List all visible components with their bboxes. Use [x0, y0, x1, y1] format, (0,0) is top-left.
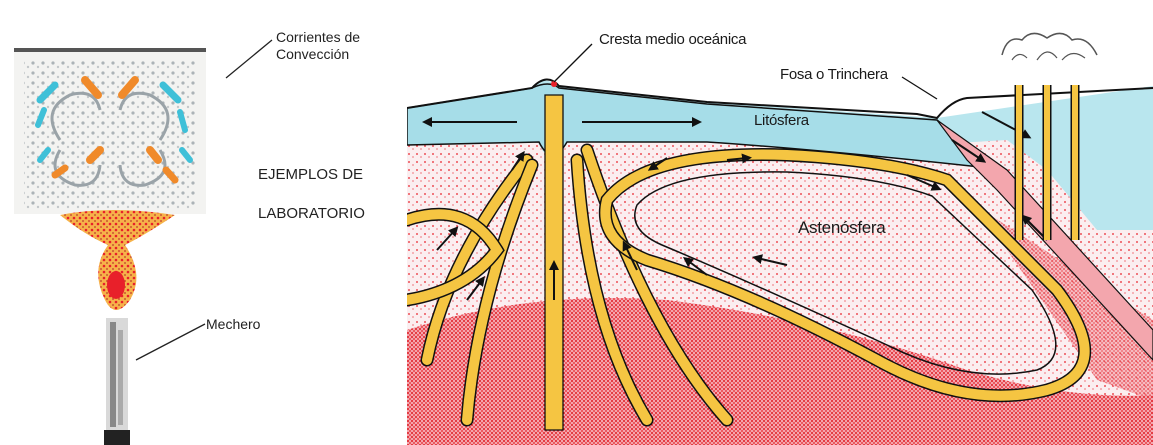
- beaker: [14, 48, 206, 214]
- convection-label-line2: Convección: [276, 46, 349, 62]
- laboratory-panel: Corrientes de Convección EJEMPLOS DE LAB…: [0, 0, 410, 445]
- burner-leader-line: [136, 324, 205, 360]
- burner-label: Mechero: [206, 316, 260, 332]
- ridge-upwelling: [545, 95, 563, 430]
- ridge-label: Cresta medio oceánica: [599, 31, 746, 48]
- flame: [60, 210, 175, 310]
- trench-leader-line: [902, 77, 937, 99]
- earth-cross-section-panel: Cresta medio oceánica Fosa o Trinchera L…: [407, 0, 1153, 445]
- lithosphere-label: Litósfera: [754, 112, 809, 129]
- ridge-leader-line: [554, 44, 592, 82]
- trench-label: Fosa o Trinchera: [780, 66, 888, 83]
- examples-label-line1: EJEMPLOS DE: [258, 166, 363, 183]
- laboratory-illustration: [0, 0, 410, 445]
- convection-label-line1: Corrientes de: [276, 29, 360, 45]
- convection-leader-line: [226, 40, 272, 78]
- examples-label-line2: LABORATORIO: [258, 205, 365, 222]
- burner: [104, 318, 130, 445]
- asthenosphere-label: Astenósfera: [798, 218, 885, 238]
